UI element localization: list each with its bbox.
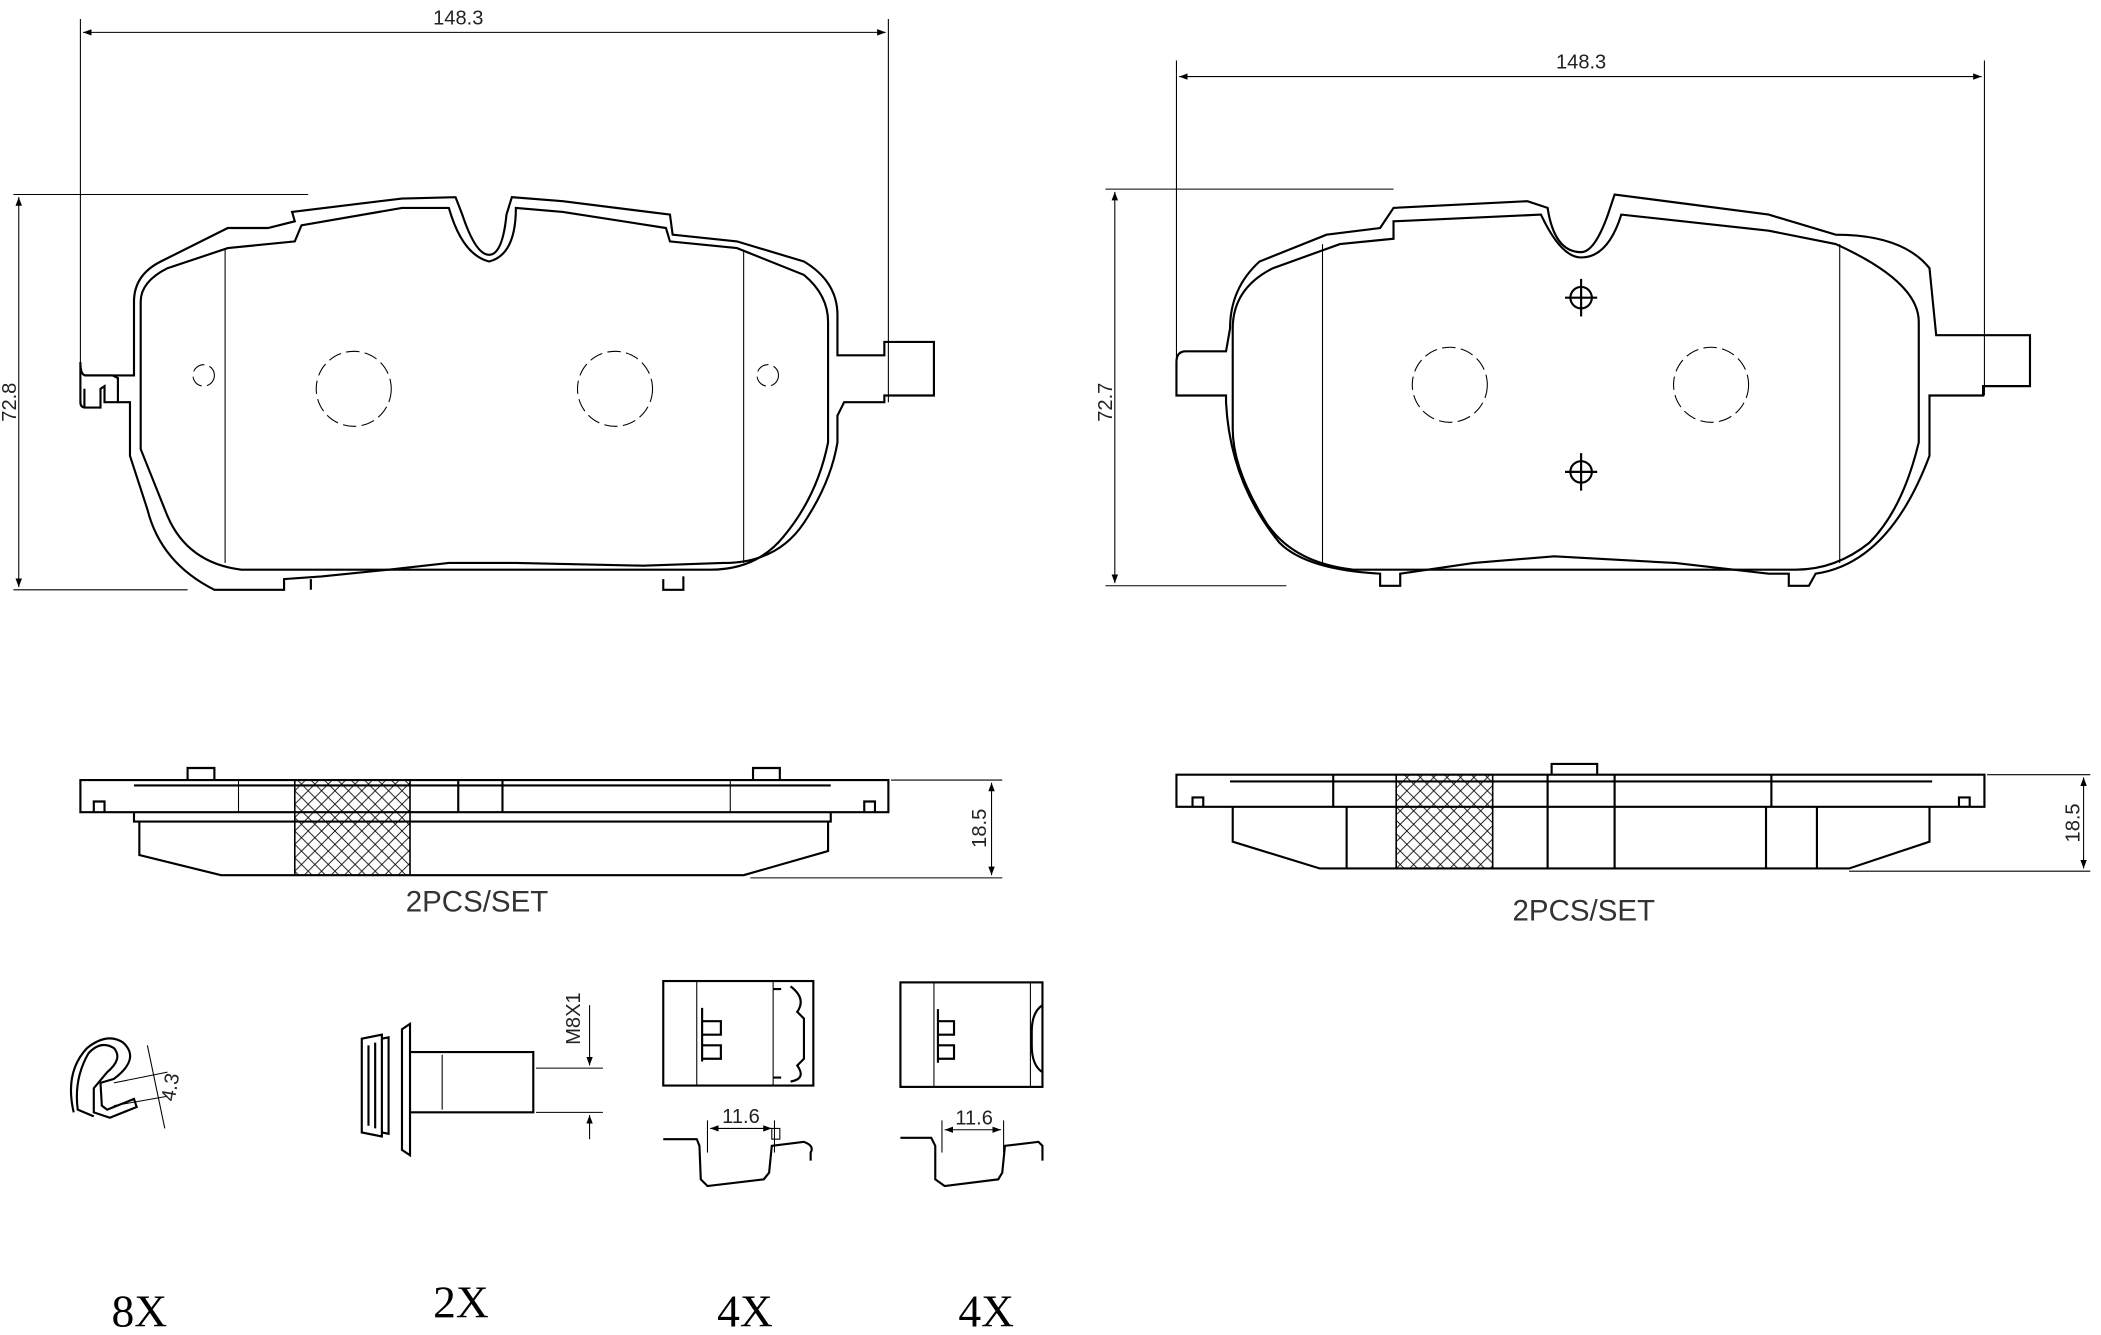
clip-b-dim: 11.6 — [955, 1107, 993, 1129]
spring-clip-drawing: 4.3 8X — [69, 1037, 185, 1335]
right-set-label: 2PCS/SET — [1513, 895, 1655, 928]
clip-a-qty: 4X — [717, 1286, 773, 1335]
right-pad-side-view: 18.5 2PCS/SET — [1175, 762, 2091, 928]
clip-a-dim: 11.6 — [722, 1106, 760, 1128]
crosshair-icon — [1565, 278, 1598, 317]
left-height-dim: 72.8 — [0, 383, 21, 422]
right-width-dim: 148.3 — [1556, 52, 1606, 74]
abutment-clip-b-drawing: 11.6 4X — [899, 981, 1044, 1335]
abutment-clip-a-drawing: 11.6 4X — [662, 979, 815, 1335]
clip-b-qty: 4X — [958, 1286, 1014, 1335]
clip-dim: 4.3 — [158, 1072, 185, 1103]
left-pad-front-view: 148.3 72.8 — [0, 7, 935, 591]
bolt-dim: M8X1 — [563, 992, 585, 1044]
left-pad-side-view: 18.5 2PCS/SET — [79, 766, 1003, 918]
right-thickness-dim: 18.5 — [2063, 803, 2085, 842]
right-pad-front-view: 148.3 72.7 — [1095, 52, 2032, 587]
right-height-dim: 72.7 — [1095, 383, 1117, 422]
clip-qty: 8X — [112, 1286, 168, 1335]
bolt-qty: 2X — [433, 1276, 489, 1327]
left-set-label: 2PCS/SET — [406, 885, 548, 918]
left-thickness-dim: 18.5 — [969, 809, 991, 848]
left-width-dim: 148.3 — [433, 7, 483, 29]
crosshair-icon — [1565, 453, 1598, 491]
bolt-drawing: M8X1 2X — [360, 992, 603, 1327]
